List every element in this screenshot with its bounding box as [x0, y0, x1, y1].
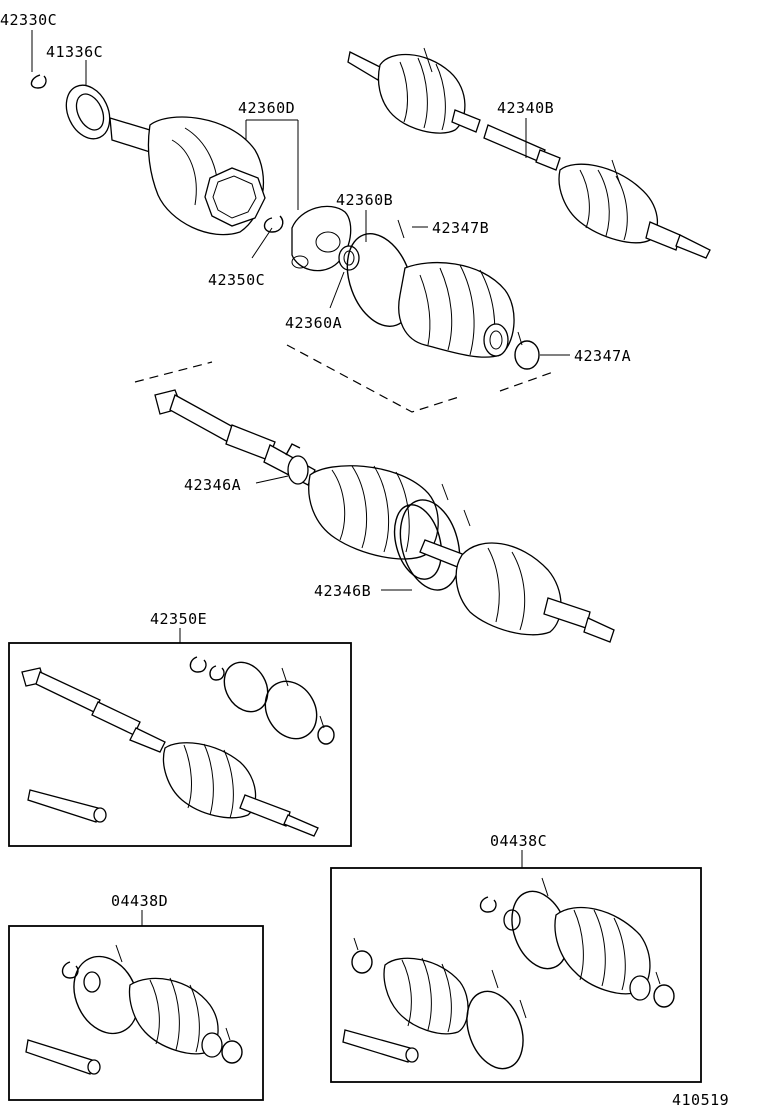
dust-deflector-41336C: [65, 84, 111, 140]
kit-04438D-contents: [25, 944, 243, 1075]
label-42346A: 42346A: [184, 476, 241, 494]
label-04438D: 04438D: [111, 892, 168, 910]
label-41336C: 41336C: [46, 43, 103, 61]
leader-lines: [31, 30, 570, 926]
label-42360B: 42360B: [336, 191, 393, 209]
boot-clamp-42347A: [514, 331, 540, 370]
label-42350C: 42350C: [208, 271, 265, 289]
outer-boot-main: [419, 539, 615, 643]
kit-42350E-contents: [21, 656, 335, 837]
label-42330C: 42330C: [0, 11, 57, 29]
label-42340B: 42340B: [497, 99, 554, 117]
label-42360D: 42360D: [238, 99, 295, 117]
label-42347A: 42347A: [574, 347, 631, 365]
boot-clamp-42346A: [287, 455, 309, 485]
tripod-joint-42360B: [291, 205, 352, 272]
inner-boot: [398, 261, 515, 358]
outer-joint-42360D: [109, 116, 266, 236]
label-42350E: 42350E: [150, 610, 207, 628]
ring-42360A: [338, 245, 360, 271]
kit-04438C-contents: [342, 877, 675, 1070]
exploded-view-guide: [134, 344, 557, 413]
kit-box-04438D: [8, 925, 264, 1101]
label-42360A: 42360A: [285, 314, 342, 332]
figure-number: 410519: [672, 1091, 729, 1109]
kit-box-04438C: [330, 867, 702, 1083]
label-04438C: 04438C: [490, 832, 547, 850]
shaft-assembly-42340B: [347, 47, 711, 259]
label-42347B: 42347B: [432, 219, 489, 237]
snap-ring-42330C: [30, 74, 47, 89]
label-42346B: 42346B: [314, 582, 371, 600]
inner-boot-main: [308, 465, 439, 560]
snap-ring-42350C: [263, 215, 284, 233]
boot-clamp-42346B: [393, 483, 471, 591]
